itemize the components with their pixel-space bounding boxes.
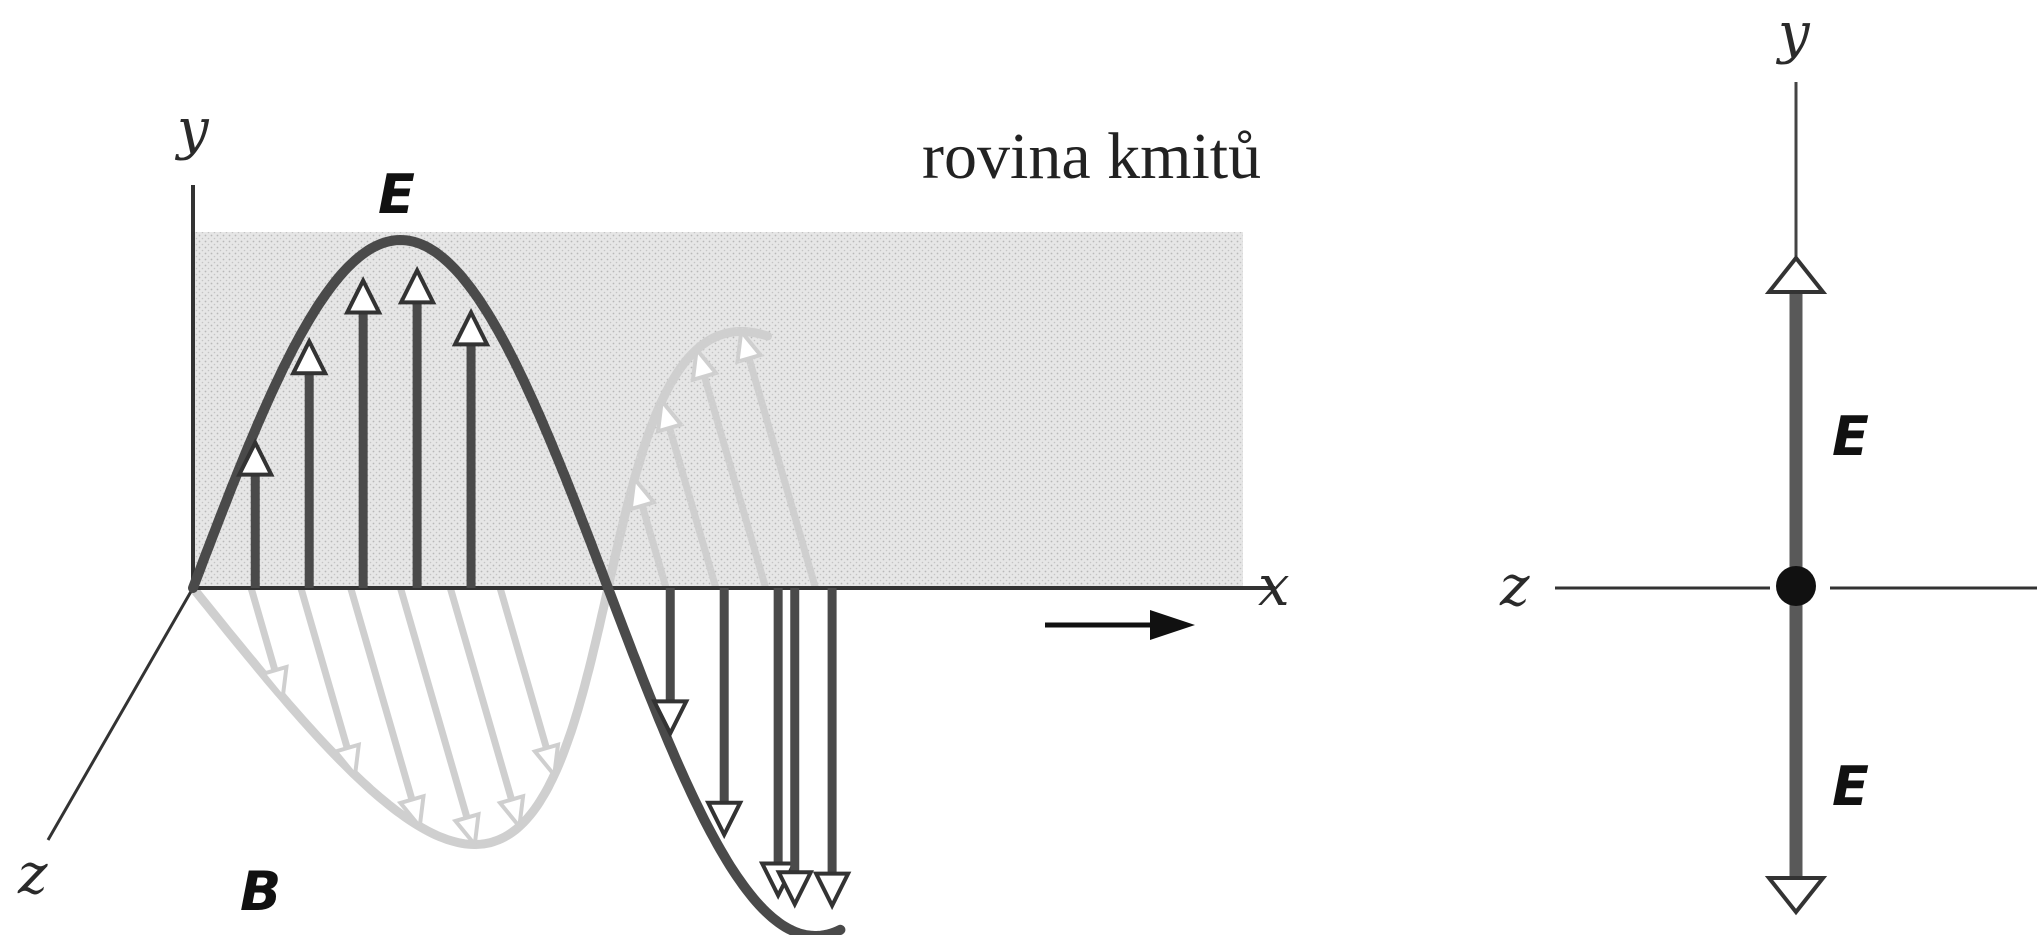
e-arrow-down-icon xyxy=(1764,876,1828,916)
b-arrowhead-7 xyxy=(628,473,658,512)
e-arrowhead-9 xyxy=(812,871,852,911)
e-field-label-down: E xyxy=(1832,755,1869,818)
e-arrow-up-icon xyxy=(1764,254,1828,294)
z-axis-left xyxy=(46,587,195,841)
b-arrowhead-2 xyxy=(332,741,362,780)
b-arrowhead-6 xyxy=(531,741,561,780)
b-vector-9 xyxy=(701,375,770,589)
b-arrowhead-9 xyxy=(690,344,720,383)
e-arrowhead-6 xyxy=(651,699,690,738)
b-arrowhead-5 xyxy=(496,793,526,832)
b-arrowhead-4 xyxy=(451,811,481,850)
e-field-label-up: E xyxy=(1832,405,1869,468)
e-field-wave xyxy=(188,234,852,935)
b-vector-7 xyxy=(638,504,670,589)
b-vector-2 xyxy=(297,587,351,750)
e-arrowhead-10 xyxy=(775,870,814,909)
e-arrowhead-7 xyxy=(704,800,744,840)
y-axis-label-right: y xyxy=(1775,1,1811,66)
origin-dot-icon xyxy=(1776,566,1816,606)
b-vector-10 xyxy=(745,357,819,589)
b-vector-6 xyxy=(496,587,550,750)
b-vector-8 xyxy=(666,426,720,589)
e-arrowhead-1 xyxy=(236,438,275,477)
arrow-right-icon xyxy=(1045,610,1195,640)
b-field-wave xyxy=(188,326,819,850)
e-arrowhead-5 xyxy=(451,307,491,347)
e-wave-curve xyxy=(188,234,846,935)
x-axis-label-left: x xyxy=(1258,554,1290,619)
e-arrowhead-4 xyxy=(397,265,437,305)
z-axis-label-right: z xyxy=(1499,554,1530,619)
b-arrowhead-1 xyxy=(259,664,289,703)
e-arrowhead-2 xyxy=(289,336,329,376)
b-vector-3 xyxy=(347,587,416,801)
left-wave-diagram: y x z E B rovina kmitů xyxy=(17,97,1290,935)
b-arrowhead-3 xyxy=(396,793,426,832)
b-vector-1 xyxy=(247,587,279,672)
right-view-diagram: y z E E xyxy=(1499,1,2037,916)
z-axis-label-left: z xyxy=(17,842,48,907)
b-arrowhead-10 xyxy=(735,326,765,365)
plane-label: rovina kmitů xyxy=(922,120,1261,193)
b-vector-5 xyxy=(446,587,515,801)
e-arrowhead-3 xyxy=(343,276,383,315)
b-field-label: B xyxy=(240,860,281,923)
b-vector-4 xyxy=(397,587,471,819)
b-arrowhead-8 xyxy=(655,396,685,435)
y-axis-label-left: y xyxy=(174,97,210,162)
e-field-label: E xyxy=(378,163,415,226)
oscillation-plane xyxy=(193,232,1243,588)
